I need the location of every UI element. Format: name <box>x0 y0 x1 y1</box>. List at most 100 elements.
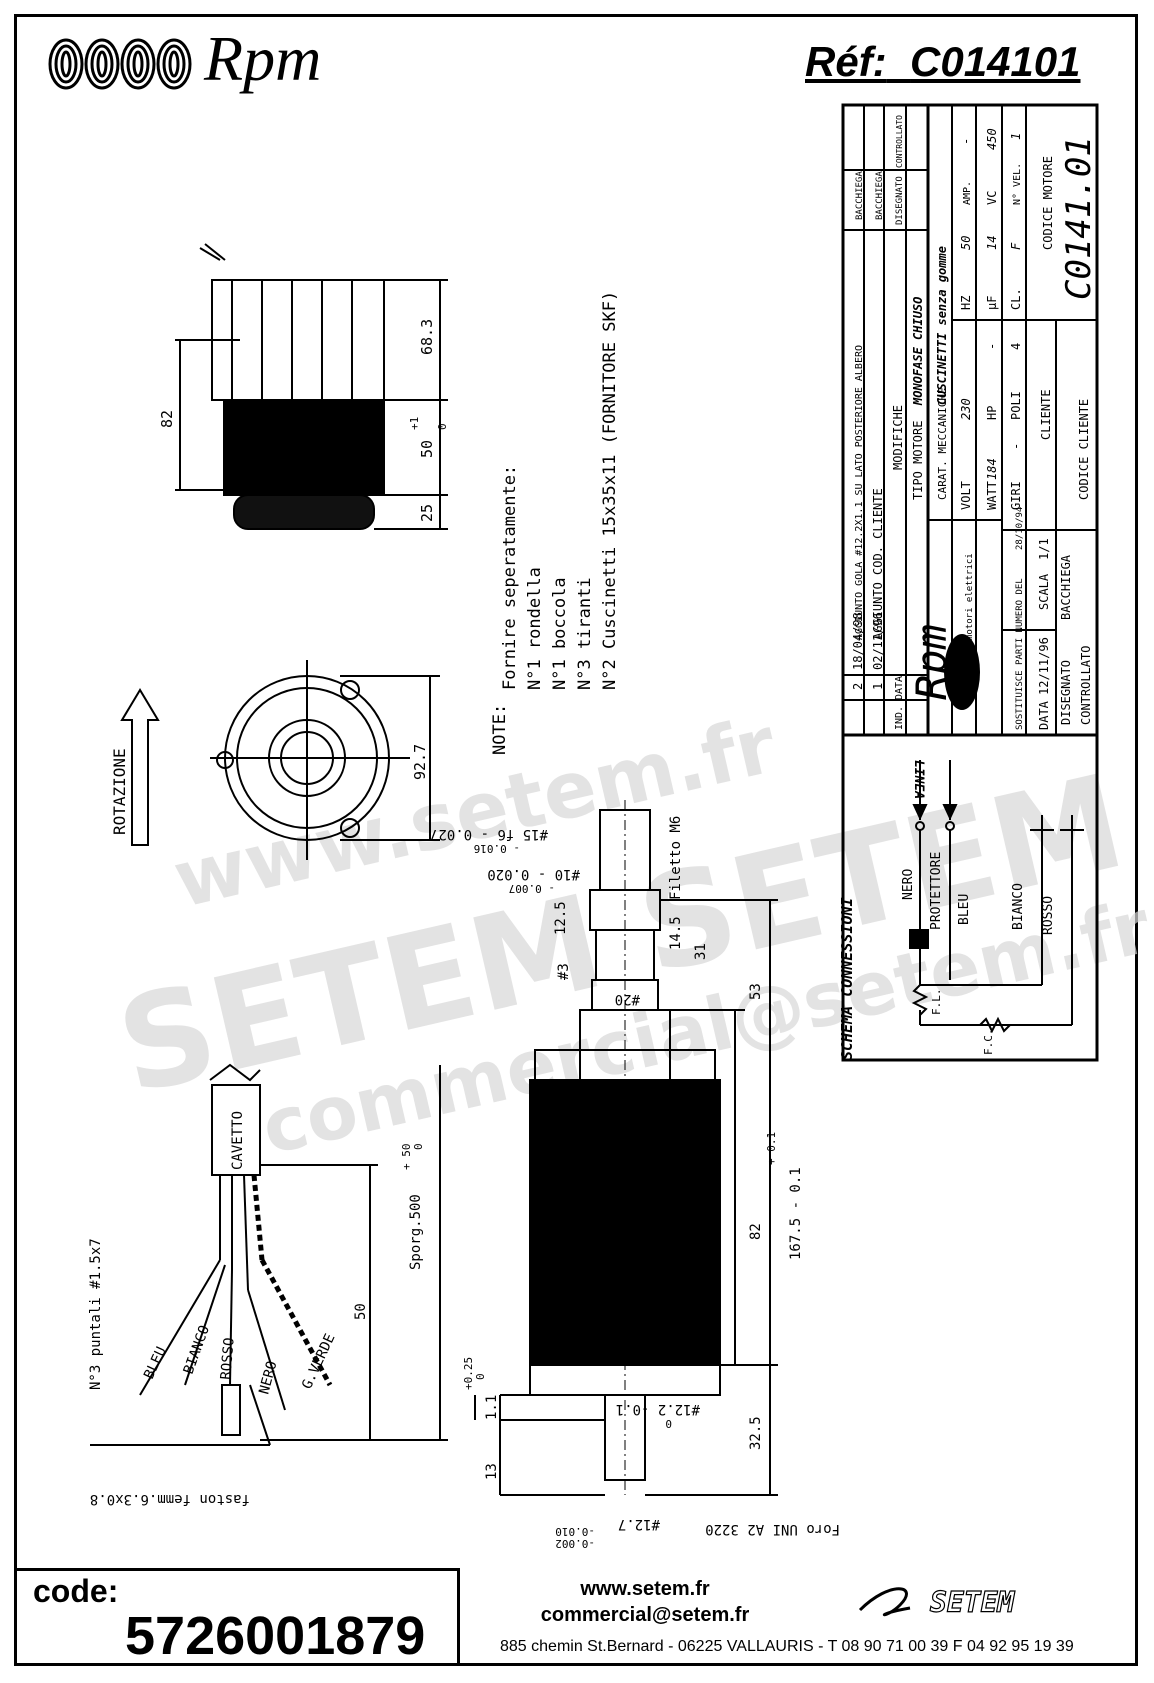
dim-d15-tol: - 0.016 <box>474 842 520 855</box>
motor-top-view <box>175 243 448 530</box>
hz-label: HZ <box>959 296 973 310</box>
cable-drawing <box>90 1063 448 1446</box>
dim-92-7: 92.7 <box>411 744 429 780</box>
rev1-by: BACCHIEGA <box>875 171 885 220</box>
dim-50: 50 <box>418 440 436 458</box>
dim-filetto: Filetto M6 <box>668 816 684 900</box>
cable-labels: CAVETTO Sporg.500 + 50 0 50 N°3 puntali … <box>88 1111 425 1507</box>
uf-label: µF <box>985 296 999 310</box>
watt-label: WATT <box>985 481 999 510</box>
rev2-num: 2 <box>851 683 865 690</box>
code-label: code: <box>33 1573 119 1609</box>
sostituisce: SOSTITUISCE PARTI NUMERO DEL <box>1015 578 1025 730</box>
sost-date: 28/10/94 <box>1015 507 1025 550</box>
brand-small-icon <box>944 634 980 710</box>
dim-13: 13 <box>484 1463 500 1480</box>
volt-value: 230 <box>959 398 973 420</box>
reference-title: Réf: C014101 <box>805 38 1081 86</box>
disegnato-value: BACCHIEGA <box>1059 554 1073 620</box>
hz-value: 50 <box>959 236 973 250</box>
dim-d12-7-tol2: -0.002 <box>555 1537 595 1550</box>
nvel-label: N° VEL. <box>1012 163 1023 205</box>
notes: NOTE: Fornire seperatamente: N°1 rondell… <box>490 291 620 755</box>
rev-hdr-num: IND. <box>894 706 905 730</box>
nero-label: NERO <box>901 869 916 900</box>
wiring-schema <box>842 760 1084 1060</box>
wire-bianco: BIANCO <box>181 1323 213 1376</box>
rev2-by: BACCHIEGA <box>855 171 865 220</box>
scala-label: SCALA <box>1037 573 1051 610</box>
note-line-1: Fornire seperatamente: <box>500 465 520 690</box>
wire-rosso: ROSSO <box>218 1337 238 1380</box>
code-value: 5726001879 <box>125 1606 426 1666</box>
note-line-3: N°1 boccola <box>550 577 570 690</box>
dim-82-top: 82 <box>158 410 176 428</box>
dim-1-1-tol2: 0 <box>474 1373 487 1380</box>
hp-label: HP <box>985 406 999 420</box>
faston-label: faston femm.6.3x0.8 <box>90 1491 250 1507</box>
cl-label: CL. <box>1009 288 1023 310</box>
rosso-label: ROSSO <box>1041 896 1056 935</box>
sporg-tol: + 50 <box>400 1144 413 1171</box>
codice-motore-value: C0141.01 <box>1059 136 1099 300</box>
setem-swirl-icon: SETEM <box>858 1585 1016 1620</box>
dim-foro: Foro UNI A2 3220 <box>705 1521 840 1537</box>
vc-value: 450 <box>985 128 999 150</box>
rotation-label: ROTAZIONE <box>110 748 129 835</box>
dim-d3: #3 <box>556 963 572 980</box>
note-line-2: N°1 rondella <box>525 567 545 690</box>
dim-d20: #20 <box>615 991 640 1007</box>
motor-side-dims: #15 f6 - 0.027 - 0.016 #10 - 0.020 - 0.0… <box>430 816 840 1550</box>
controllato-label: CONTROLLATO <box>1079 646 1093 725</box>
motor-top-dims: 68.3 82 50 +1 0 25 <box>158 319 449 522</box>
volt-label: VOLT <box>959 481 973 510</box>
linea-label: LINEA <box>911 760 926 799</box>
note-line-5: N°2 Cuscinetti 15x35x11 (FORNITORE SKF) <box>600 291 620 690</box>
scala-value: 1/1 <box>1037 538 1051 560</box>
dim-d10: #10 - 0.020 <box>487 866 580 882</box>
tipo-value: MONOFASE CHIUSO <box>911 297 925 406</box>
dim-25: 25 <box>418 504 436 522</box>
ref-value: C014101 <box>910 38 1081 85</box>
bianco-label: BIANCO <box>1011 883 1026 930</box>
brand-sub: motori elettrici <box>965 553 975 640</box>
technical-drawing: www.setem.fr SETEM SETEM commercial@sete… <box>88 103 1154 1550</box>
dim-d12-2: #12.2 -0.1 <box>616 1401 700 1417</box>
wiring-schema-text: SCHEMA CONNESSIONI LINEA NERO PROTETTORE… <box>838 760 1056 1060</box>
dim-d12-7: #12.7 <box>618 1516 660 1532</box>
dim-53: 53 <box>748 983 764 1000</box>
title-block-text: 2 18/04/98 AGGIUNTO GOLA #12.2X1.1 SU LA… <box>851 115 1099 730</box>
wire-bleu: BLEU <box>141 1344 170 1381</box>
dim-31: 31 <box>693 943 709 960</box>
notes-title: NOTE: <box>490 704 510 755</box>
footer-contact: www.setem.fr commercial@setem.fr <box>470 1576 820 1628</box>
giri-label: GIRI <box>1009 481 1023 510</box>
rev1-date: 02/11/96 <box>871 612 885 670</box>
sporg-tol2: 0 <box>412 1143 425 1150</box>
rev-hdr-date: DATA <box>894 676 905 700</box>
footer-web[interactable]: www.setem.fr <box>580 1578 710 1600</box>
dim-cable-50: 50 <box>353 1303 369 1320</box>
dim-68-3: 68.3 <box>418 319 436 355</box>
footer-email[interactable]: commercial@setem.fr <box>540 1604 750 1626</box>
rev-hdr-text: MODIFICHE <box>891 405 905 470</box>
wire-nero: NERO <box>256 1359 280 1396</box>
page-frame <box>14 14 1138 1666</box>
dim-50-tol-plus: +1 <box>408 417 421 430</box>
dim-32-5: 32.5 <box>748 1416 764 1450</box>
dim-d12-7-tol: -0.010 <box>555 1525 595 1538</box>
rotation-arrow-icon <box>120 688 160 846</box>
setem-logo: SETEM <box>850 1580 1120 1624</box>
rev2-text: AGGIUNTO GOLA #12.2X1.1 SU LATO POSTERIO… <box>854 345 865 640</box>
brand-name: Rpm <box>204 23 322 94</box>
poli-label: POLI <box>1009 391 1023 420</box>
fc-label: F.C. <box>982 1029 995 1056</box>
data-label: DATA <box>1037 700 1051 730</box>
uf-value: 14 <box>985 236 999 250</box>
puntali-label: N°3 puntali #1.5x7 <box>88 1238 104 1390</box>
dim-14-5: 14.5 <box>668 916 684 950</box>
codice-motore-label: CODICE MOTORE <box>1041 156 1055 250</box>
cl-value: F <box>1009 242 1023 250</box>
tipo-label: TIPO MOTORE <box>911 421 925 500</box>
rev1-text: AGGIUNTO COD. CLIENTE <box>871 488 885 640</box>
